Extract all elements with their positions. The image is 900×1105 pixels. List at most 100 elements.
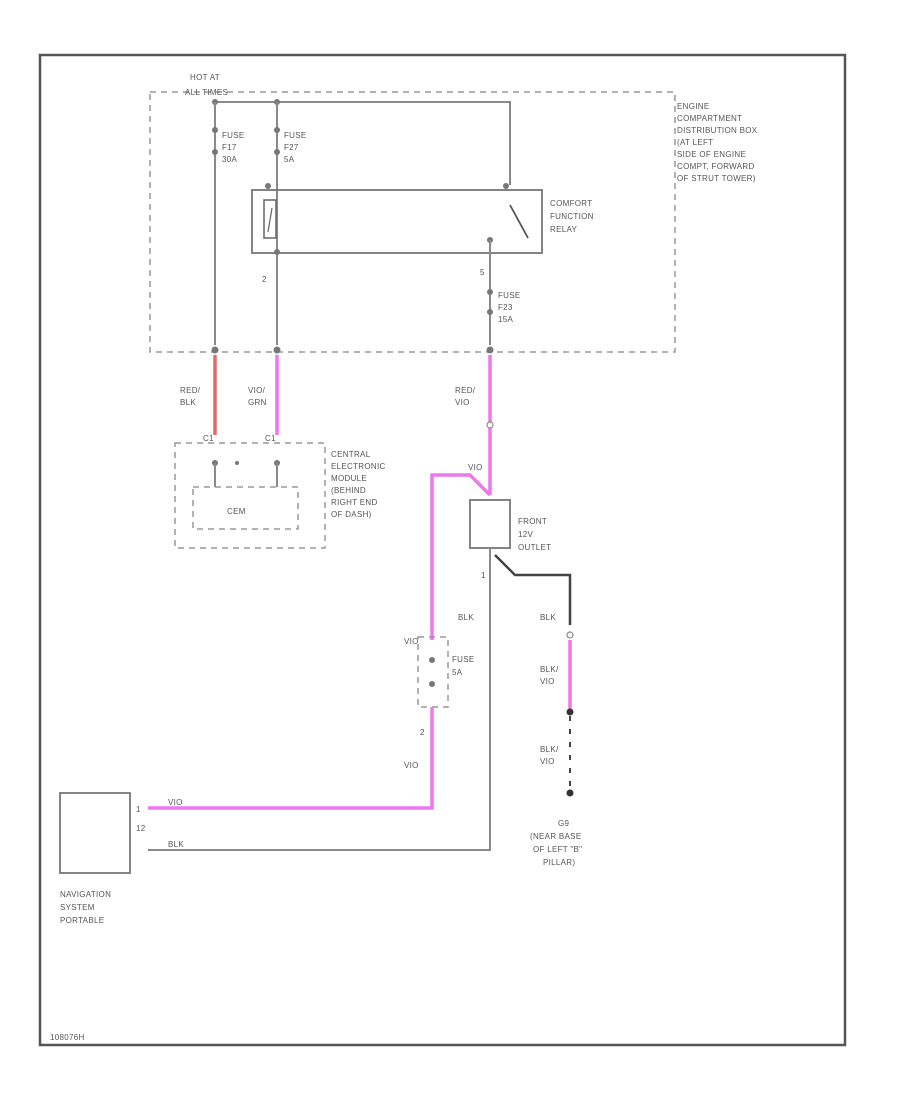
hot-at-label-2: ALL TIMES — [185, 88, 228, 97]
engine-box-line: COMPARTMENT — [677, 114, 742, 123]
cem-connector-label: C1 — [265, 434, 276, 443]
vio-label: VIO — [468, 463, 483, 472]
comfort-relay-box — [251, 189, 543, 254]
engine-box-line: ENGINE — [677, 102, 709, 111]
fuse-f23-terminal — [487, 289, 493, 295]
blk-vio-label: VIO — [540, 757, 555, 766]
fuse-f17-terminal — [212, 127, 218, 133]
pin-2-label: 2 — [262, 275, 267, 284]
nav-fuse-terminal — [429, 681, 435, 687]
ground-label-line: G9 — [558, 819, 570, 828]
outlet-label: FRONT — [518, 517, 547, 526]
relay-label: COMFORT — [550, 199, 592, 208]
cem-desc-line: RIGHT END — [331, 498, 378, 507]
cem-desc-line: MODULE — [331, 474, 367, 483]
splice-dot — [566, 708, 574, 716]
fuse-f27-terminal — [274, 149, 280, 155]
pin-12-label: 12 — [136, 824, 146, 833]
cem-label: CEM — [227, 507, 246, 516]
inline-connector — [486, 421, 494, 429]
blk-vio-label: BLK/ — [540, 745, 559, 754]
fuse-f27-terminal — [274, 127, 280, 133]
fuse-5a-label: FUSE — [452, 655, 475, 664]
fuse-f17-label: 30A — [222, 155, 237, 164]
blk-vio-label: BLK/ — [540, 665, 559, 674]
nav-label: PORTABLE — [60, 916, 104, 925]
vio-lower-label: VIO — [404, 761, 419, 770]
outlet-label: 12V — [518, 530, 533, 539]
vio-fuse-label: VIO — [404, 637, 419, 646]
ground-label-line: (NEAR BASE — [530, 832, 581, 841]
engine-distribution-box — [149, 91, 676, 353]
fuse-5a-label: 5A — [452, 668, 463, 677]
engine-box-line: SIDE OF ENGINE — [677, 150, 746, 159]
ground-label-line: OF LEFT "B" — [533, 845, 582, 854]
relay-terminal — [503, 183, 509, 189]
connector-dot — [486, 346, 494, 354]
nav-label: SYSTEM — [60, 903, 95, 912]
cem-inner-box — [192, 486, 299, 530]
ground-label-line: PILLAR) — [543, 858, 575, 867]
nav-label: NAVIGATION — [60, 890, 111, 899]
cem-desc-line: CENTRAL — [331, 450, 371, 459]
blk-label: BLK — [458, 613, 474, 622]
pin-1b-label: 1 — [136, 805, 141, 814]
wire-vio-grn-label: VIO/ — [248, 386, 266, 395]
engine-box-line: COMPT, FORWARD — [677, 162, 755, 171]
fuse-f27-label: FUSE — [284, 131, 307, 140]
footer-code: 108076H — [50, 1033, 85, 1042]
outlet-ground-wire — [148, 548, 491, 851]
wire-red-blk-label: RED/ — [180, 386, 201, 395]
connector-dot — [211, 346, 219, 354]
connector-dot — [273, 346, 281, 354]
engine-box-line: (AT LEFT — [677, 138, 713, 147]
blk-label-2: BLK — [540, 613, 556, 622]
pin-2b-label: 2 — [420, 728, 425, 737]
cem-desc-line: (BEHIND — [331, 486, 366, 495]
engine-box-line: DISTRIBUTION BOX — [677, 126, 758, 135]
cem-connector-label: C1 — [203, 434, 214, 443]
fuse-f27-label: 5A — [284, 155, 295, 164]
relay-coil-diagonal — [267, 207, 273, 233]
fuse-f23-label: 15A — [498, 315, 513, 324]
fuse-f17-label: F17 — [222, 143, 237, 152]
wire-red-blk-label: BLK — [180, 398, 196, 407]
power-bus-wire — [215, 101, 511, 185]
nav-wire-vio-label: VIO — [168, 798, 183, 807]
cem-desc-line: ELECTRONIC — [331, 462, 386, 471]
fuse-f23-terminal — [487, 309, 493, 315]
relay-coil-icon — [263, 199, 277, 239]
wire-red-vio-label: RED/ — [455, 386, 476, 395]
relay-label: RELAY — [550, 225, 578, 234]
relay-terminal — [274, 249, 280, 255]
fuse-f27-label: F27 — [284, 143, 299, 152]
diagram-frame — [38, 53, 847, 1047]
engine-box-description: ENGINE COMPARTMENT DISTRIBUTION BOX (AT … — [677, 102, 758, 183]
fuse-f17-terminal — [212, 149, 218, 155]
engine-box-line: OF STRUT TOWER) — [677, 174, 756, 183]
ground-label: G9 (NEAR BASE OF LEFT "B" PILLAR) — [530, 819, 582, 867]
pin-5-label: 5 — [480, 268, 485, 277]
cem-module-box — [174, 442, 326, 549]
blk-vio-label: VIO — [540, 677, 555, 686]
relay-terminal — [265, 183, 271, 189]
cem-description: CENTRAL ELECTRONIC MODULE (BEHIND RIGHT … — [331, 450, 386, 519]
fuse-f23-label: F23 — [498, 303, 513, 312]
nav-vio-wire — [148, 707, 434, 810]
ground-blk-wire — [494, 554, 572, 625]
cem-pin — [235, 461, 239, 465]
hot-at-label-1: HOT AT — [190, 73, 220, 82]
ground-point — [566, 789, 574, 797]
nav-fuse-terminal — [429, 657, 435, 663]
fuse-f23-label: FUSE — [498, 291, 521, 300]
front-outlet-box — [469, 499, 511, 549]
relay-switch-contact — [509, 204, 529, 239]
outlet-label: OUTLET — [518, 543, 551, 552]
wire-vio-grn-label: GRN — [248, 398, 267, 407]
relay-label: FUNCTION — [550, 212, 594, 221]
inline-connector — [566, 631, 574, 639]
cem-desc-line: OF DASH) — [331, 510, 372, 519]
vio-branch-wire — [430, 473, 492, 640]
navigation-system-box — [59, 792, 131, 874]
